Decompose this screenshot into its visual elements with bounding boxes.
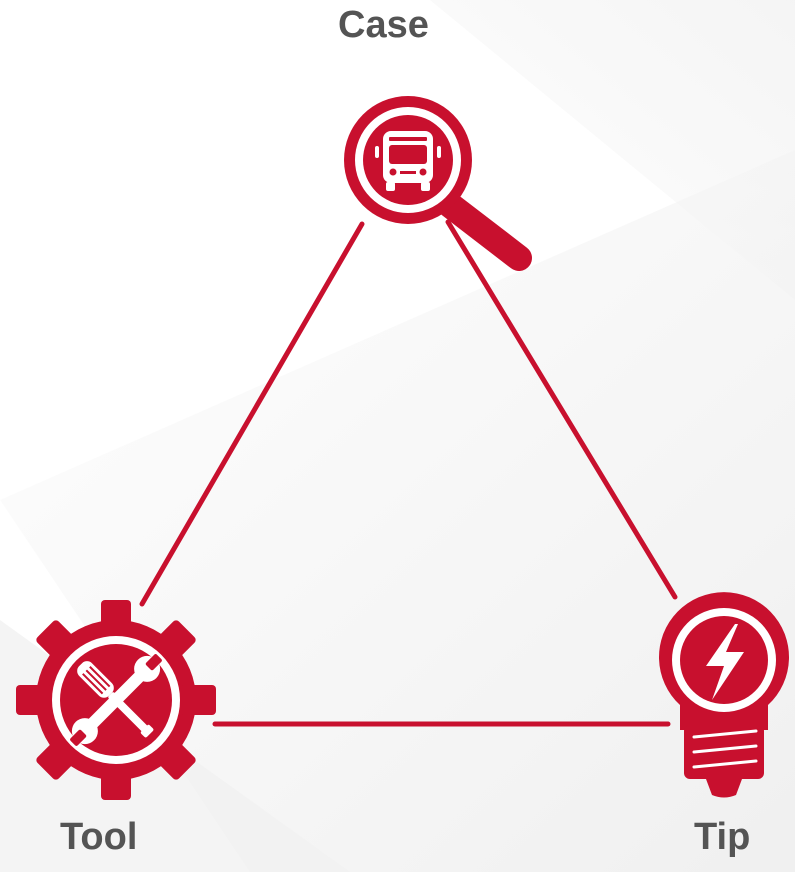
edge-case-tool [139,221,365,607]
label-case: Case [338,4,429,46]
label-tool: Tool [60,816,138,858]
magnifier-bus-icon [344,96,532,271]
edge-case-tip [445,219,678,600]
label-tip: Tip [694,816,751,858]
gear-wrench-screwdriver-icon [16,600,216,800]
lightbulb-bolt-icon [659,592,789,798]
